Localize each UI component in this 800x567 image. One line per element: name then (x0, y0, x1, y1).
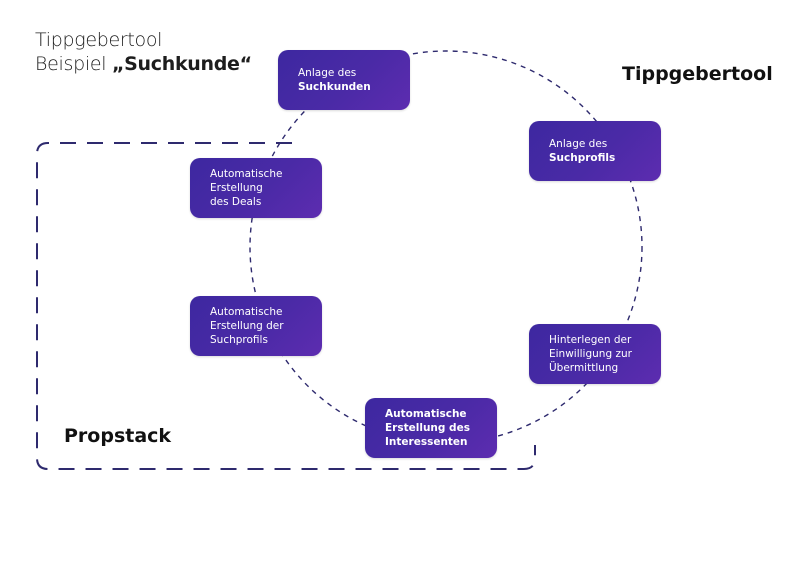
node-text: Einwilligung zur (549, 348, 632, 360)
node-anlage-suchprofil[interactable]: Anlage des Suchprofils (529, 121, 661, 181)
node-text: Interessenten (385, 436, 468, 448)
node-text: Automatische (210, 168, 283, 180)
node-text: Übermittlung (549, 362, 619, 374)
node-interessenten[interactable]: Automatische Erstellung des Interessente… (365, 398, 497, 458)
node-auto-deal[interactable]: Automatische Erstellung des Deals (190, 158, 322, 218)
node-text: Anlage des (549, 138, 608, 150)
section-label-tippgebertool: Tippgebertool (622, 63, 773, 85)
title-prefix: Beispiel (35, 53, 112, 75)
node-text: des Deals (210, 196, 262, 208)
title-emphasis: „Suchkunde“ (111, 53, 252, 75)
node-einwilligung[interactable]: Hinterlegen der Einwilligung zur Übermit… (529, 324, 661, 384)
node-text: Erstellung (210, 182, 263, 194)
node-text: Anlage des (298, 67, 357, 79)
node-text: Automatische (385, 408, 467, 420)
section-label-propstack: Propstack (64, 425, 172, 447)
node-text: Erstellung der (210, 320, 284, 332)
node-text: Suchprofils (210, 334, 268, 346)
node-text: Suchprofils (549, 152, 616, 164)
node-text: Automatische (210, 306, 283, 318)
node-text: Erstellung des (385, 422, 470, 434)
propstack-boundary (36, 142, 536, 470)
process-cycle-ring (249, 50, 643, 444)
title-line-2: Beispiel „Suchkunde“ (35, 52, 252, 76)
diagram-title: Tippgebertool Beispiel „Suchkunde“ (35, 28, 252, 76)
title-line-1: Tippgebertool (35, 29, 163, 51)
node-auto-suchprofil[interactable]: Automatische Erstellung der Suchprofils (190, 296, 322, 356)
node-text: Hinterlegen der (549, 334, 632, 346)
node-anlage-suchkunden[interactable]: Anlage des Suchkunden (278, 50, 410, 110)
node-text: Suchkunden (298, 81, 371, 93)
